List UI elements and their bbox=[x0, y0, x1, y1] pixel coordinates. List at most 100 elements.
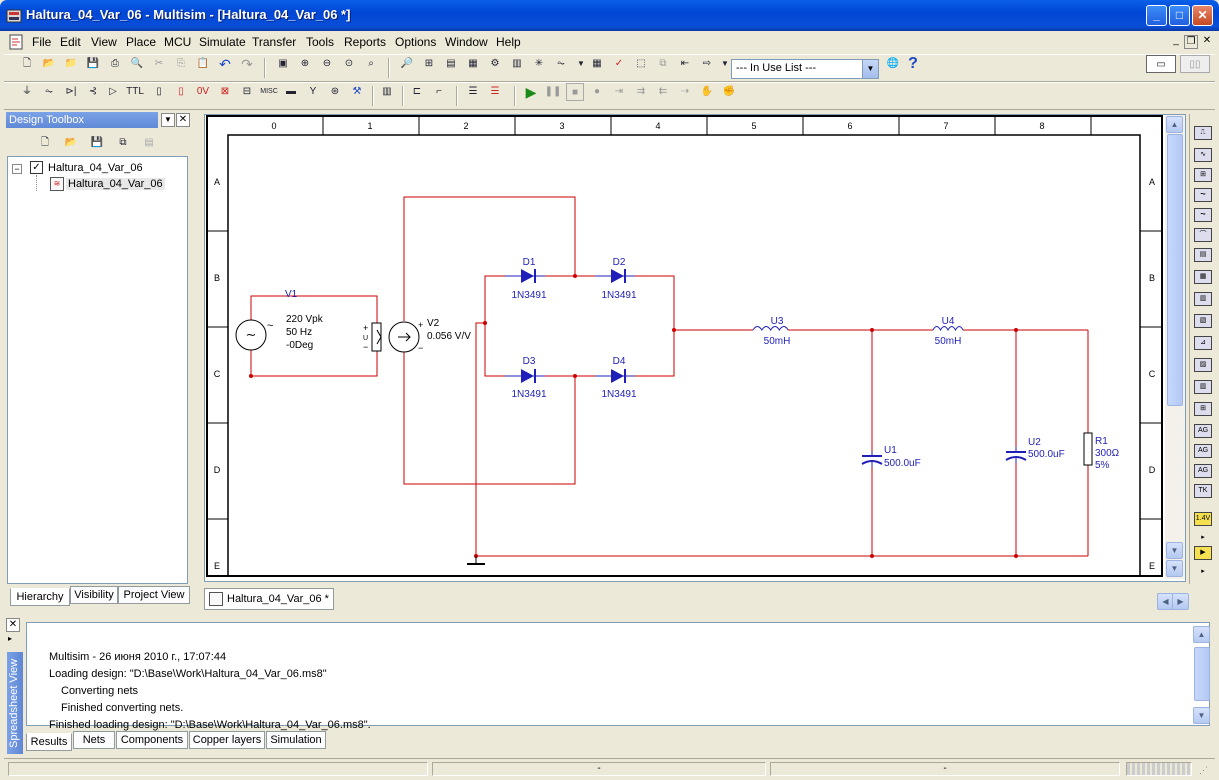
find-icon[interactable]: 🔎 bbox=[400, 58, 414, 69]
pause-simulation-icon[interactable]: ❚❚ bbox=[544, 86, 562, 97]
education-web-icon[interactable]: 🌐 bbox=[886, 58, 900, 69]
menu-help[interactable]: Help bbox=[496, 35, 521, 49]
bus-icon[interactable]: ⌐ bbox=[436, 86, 442, 97]
close-button[interactable]: ✕ bbox=[1192, 5, 1213, 26]
cut-icon[interactable]: ✂ bbox=[154, 58, 164, 69]
agilent-multimeter-icon[interactable]: AG bbox=[1194, 444, 1212, 458]
grapher-icon[interactable]: ▥ bbox=[512, 58, 522, 69]
inductor-u4[interactable]: U4 50mH bbox=[932, 316, 964, 347]
postprocessor-icon[interactable]: ✳ bbox=[534, 58, 544, 69]
chevron-right-icon[interactable]: ▸ bbox=[1201, 534, 1205, 541]
distortion-analyzer-icon[interactable]: ▨ bbox=[1194, 358, 1212, 372]
run-simulation-icon[interactable]: ▶ bbox=[525, 84, 537, 100]
stop-simulation-icon[interactable]: ■ bbox=[566, 83, 584, 101]
indicator-icon[interactable]: ⊠ bbox=[220, 86, 230, 97]
zoom-area-icon[interactable]: ⊙ bbox=[344, 58, 354, 69]
source-v2[interactable]: + U − + − V2 0.056 V/V bbox=[363, 318, 471, 353]
resistor-icon[interactable]: ⏦ bbox=[44, 86, 54, 97]
analysis-icon[interactable]: ⏦ bbox=[556, 58, 566, 69]
toolbox-menu-icon[interactable]: ▼ bbox=[161, 113, 175, 127]
tree-child-item[interactable]: Haltura_04_Var_06 bbox=[66, 178, 165, 190]
ground-symbol[interactable] bbox=[467, 556, 485, 565]
forward-annotate-icon[interactable]: ⇤ bbox=[680, 58, 690, 69]
new-icon[interactable]: 🗋 bbox=[22, 58, 32, 69]
multimeter-icon[interactable]: ⎍ bbox=[1194, 126, 1212, 140]
checkbox-icon[interactable]: ✓ bbox=[30, 161, 43, 174]
zoom-out-icon[interactable]: ⊖ bbox=[322, 58, 332, 69]
diode-d2[interactable]: D2 1N3491 bbox=[595, 257, 637, 301]
scroll-down-icon[interactable]: ▼ bbox=[1166, 542, 1183, 559]
tab-copper-layers[interactable]: Copper layers bbox=[189, 731, 265, 749]
save-icon[interactable]: 💾 bbox=[90, 137, 104, 148]
new-sheet-icon[interactable]: 🗋 bbox=[40, 137, 50, 148]
labview-icon[interactable]: ▶ bbox=[1194, 546, 1212, 560]
bode-plotter-icon[interactable]: ⌒ bbox=[1194, 228, 1212, 242]
vertical-scrollbar[interactable]: ▲ ▼ ▼ bbox=[1165, 115, 1185, 579]
word-generator-icon[interactable]: ▦ bbox=[1194, 270, 1212, 284]
zoom-in-icon[interactable]: ⊕ bbox=[300, 58, 310, 69]
measurement-probe-icon[interactable]: 1.4V bbox=[1194, 512, 1212, 526]
netlist-icon[interactable]: ⚙ bbox=[490, 58, 500, 69]
scroll-thumb[interactable] bbox=[1167, 134, 1183, 406]
resize-grip-icon[interactable]: ⋰ bbox=[1199, 765, 1208, 775]
mdi-close-icon[interactable]: ✕ bbox=[1202, 35, 1212, 46]
advanced-peripherals-icon[interactable]: ▬ bbox=[286, 86, 296, 97]
tab-simulation[interactable]: Simulation bbox=[266, 731, 326, 749]
zoom-fit-icon[interactable]: ⌕ bbox=[368, 58, 374, 69]
agilent-generator-icon[interactable]: AG bbox=[1194, 424, 1212, 438]
function-generator-icon[interactable]: ∿ bbox=[1194, 148, 1212, 162]
breakpoint-icon[interactable]: ● bbox=[593, 86, 601, 97]
run-to-cursor-icon[interactable]: ⇢ bbox=[680, 86, 690, 97]
hierarchical-block-icon[interactable]: ⊏ bbox=[412, 86, 422, 97]
menu-transfer[interactable]: Transfer bbox=[252, 35, 297, 49]
diode-icon[interactable]: ⊳| bbox=[65, 86, 77, 97]
maximize-button[interactable]: □ bbox=[1169, 5, 1190, 26]
power-icon[interactable]: ⊟ bbox=[242, 86, 252, 97]
source-icon[interactable]: ⏚ bbox=[22, 86, 32, 97]
diode-d3[interactable]: D3 1N3491 bbox=[505, 356, 547, 400]
step-into-icon[interactable]: ⇥ bbox=[614, 86, 624, 97]
component-wizard-icon[interactable]: ⊞ bbox=[424, 58, 434, 69]
open-folder-icon[interactable]: 📂 bbox=[64, 137, 78, 148]
minimize-button[interactable]: _ bbox=[1146, 5, 1167, 26]
resistor-r1[interactable]: R1 300Ω 5% bbox=[1083, 432, 1120, 471]
remove-breakpoints-icon[interactable]: ✊ bbox=[722, 86, 736, 97]
analog-icon[interactable]: ▷ bbox=[109, 86, 117, 97]
open-sample-icon[interactable]: 📁 bbox=[64, 58, 78, 69]
scroll-end-icon[interactable]: ▼ bbox=[1166, 560, 1183, 577]
back-annotate-icon[interactable]: ⧉ bbox=[659, 58, 667, 69]
capacitor-u1[interactable]: U1 500.0uF bbox=[861, 445, 921, 469]
tree-root-item[interactable]: Haltura_04_Var_06 bbox=[48, 162, 143, 174]
log-scroll-up-icon[interactable]: ▲ bbox=[1193, 626, 1210, 643]
ladder-icon[interactable]: ⚒ bbox=[352, 86, 362, 97]
undo-icon[interactable]: ↶ bbox=[219, 56, 231, 72]
menu-reports[interactable]: Reports bbox=[344, 35, 387, 49]
menu-edit[interactable]: Edit bbox=[60, 35, 81, 49]
frequency-counter-icon[interactable]: ▤ bbox=[1194, 248, 1212, 262]
spectrum-analyzer-icon[interactable]: ▥ bbox=[1194, 380, 1212, 394]
mdi-restore-icon[interactable]: ❐ bbox=[1184, 35, 1198, 49]
scroll-up-icon[interactable]: ▲ bbox=[1166, 116, 1183, 133]
new-instance-icon[interactable]: ⧉ bbox=[119, 137, 127, 148]
mcu-icon[interactable]: ▥ bbox=[382, 86, 392, 97]
database-icon[interactable]: ▤ bbox=[446, 58, 456, 69]
paste-icon[interactable]: 📋 bbox=[196, 58, 210, 69]
tab-nets[interactable]: Nets bbox=[73, 731, 115, 749]
tab-components[interactable]: Components bbox=[116, 731, 188, 749]
menu-tools[interactable]: Tools bbox=[306, 35, 335, 49]
menu-file[interactable]: File bbox=[32, 35, 52, 49]
diode-d1[interactable]: D1 1N3491 bbox=[505, 257, 547, 301]
step-out-icon[interactable]: ⇇ bbox=[658, 86, 668, 97]
chevron-down-icon[interactable]: ▼ bbox=[721, 59, 729, 68]
transfer-icon[interactable]: ⇨ bbox=[702, 58, 712, 69]
list-red-icon[interactable]: ☰ bbox=[490, 86, 500, 97]
log-scroll-down-icon[interactable]: ▼ bbox=[1193, 707, 1210, 724]
misc-icon[interactable]: MISC bbox=[260, 88, 278, 95]
erc-icon[interactable]: ▦ bbox=[592, 58, 602, 69]
iv-analyzer-icon[interactable]: ⊿ bbox=[1194, 336, 1212, 350]
tab-scroll-right-icon[interactable]: ▶ bbox=[1172, 593, 1189, 610]
in-use-list-dropdown[interactable]: --- In Use List --- ▼ bbox=[731, 59, 879, 79]
print-preview-icon[interactable]: 🔍 bbox=[130, 58, 144, 69]
logic-analyzer-icon[interactable]: ▥ bbox=[1194, 292, 1212, 306]
collapse-icon[interactable]: − bbox=[12, 164, 22, 174]
